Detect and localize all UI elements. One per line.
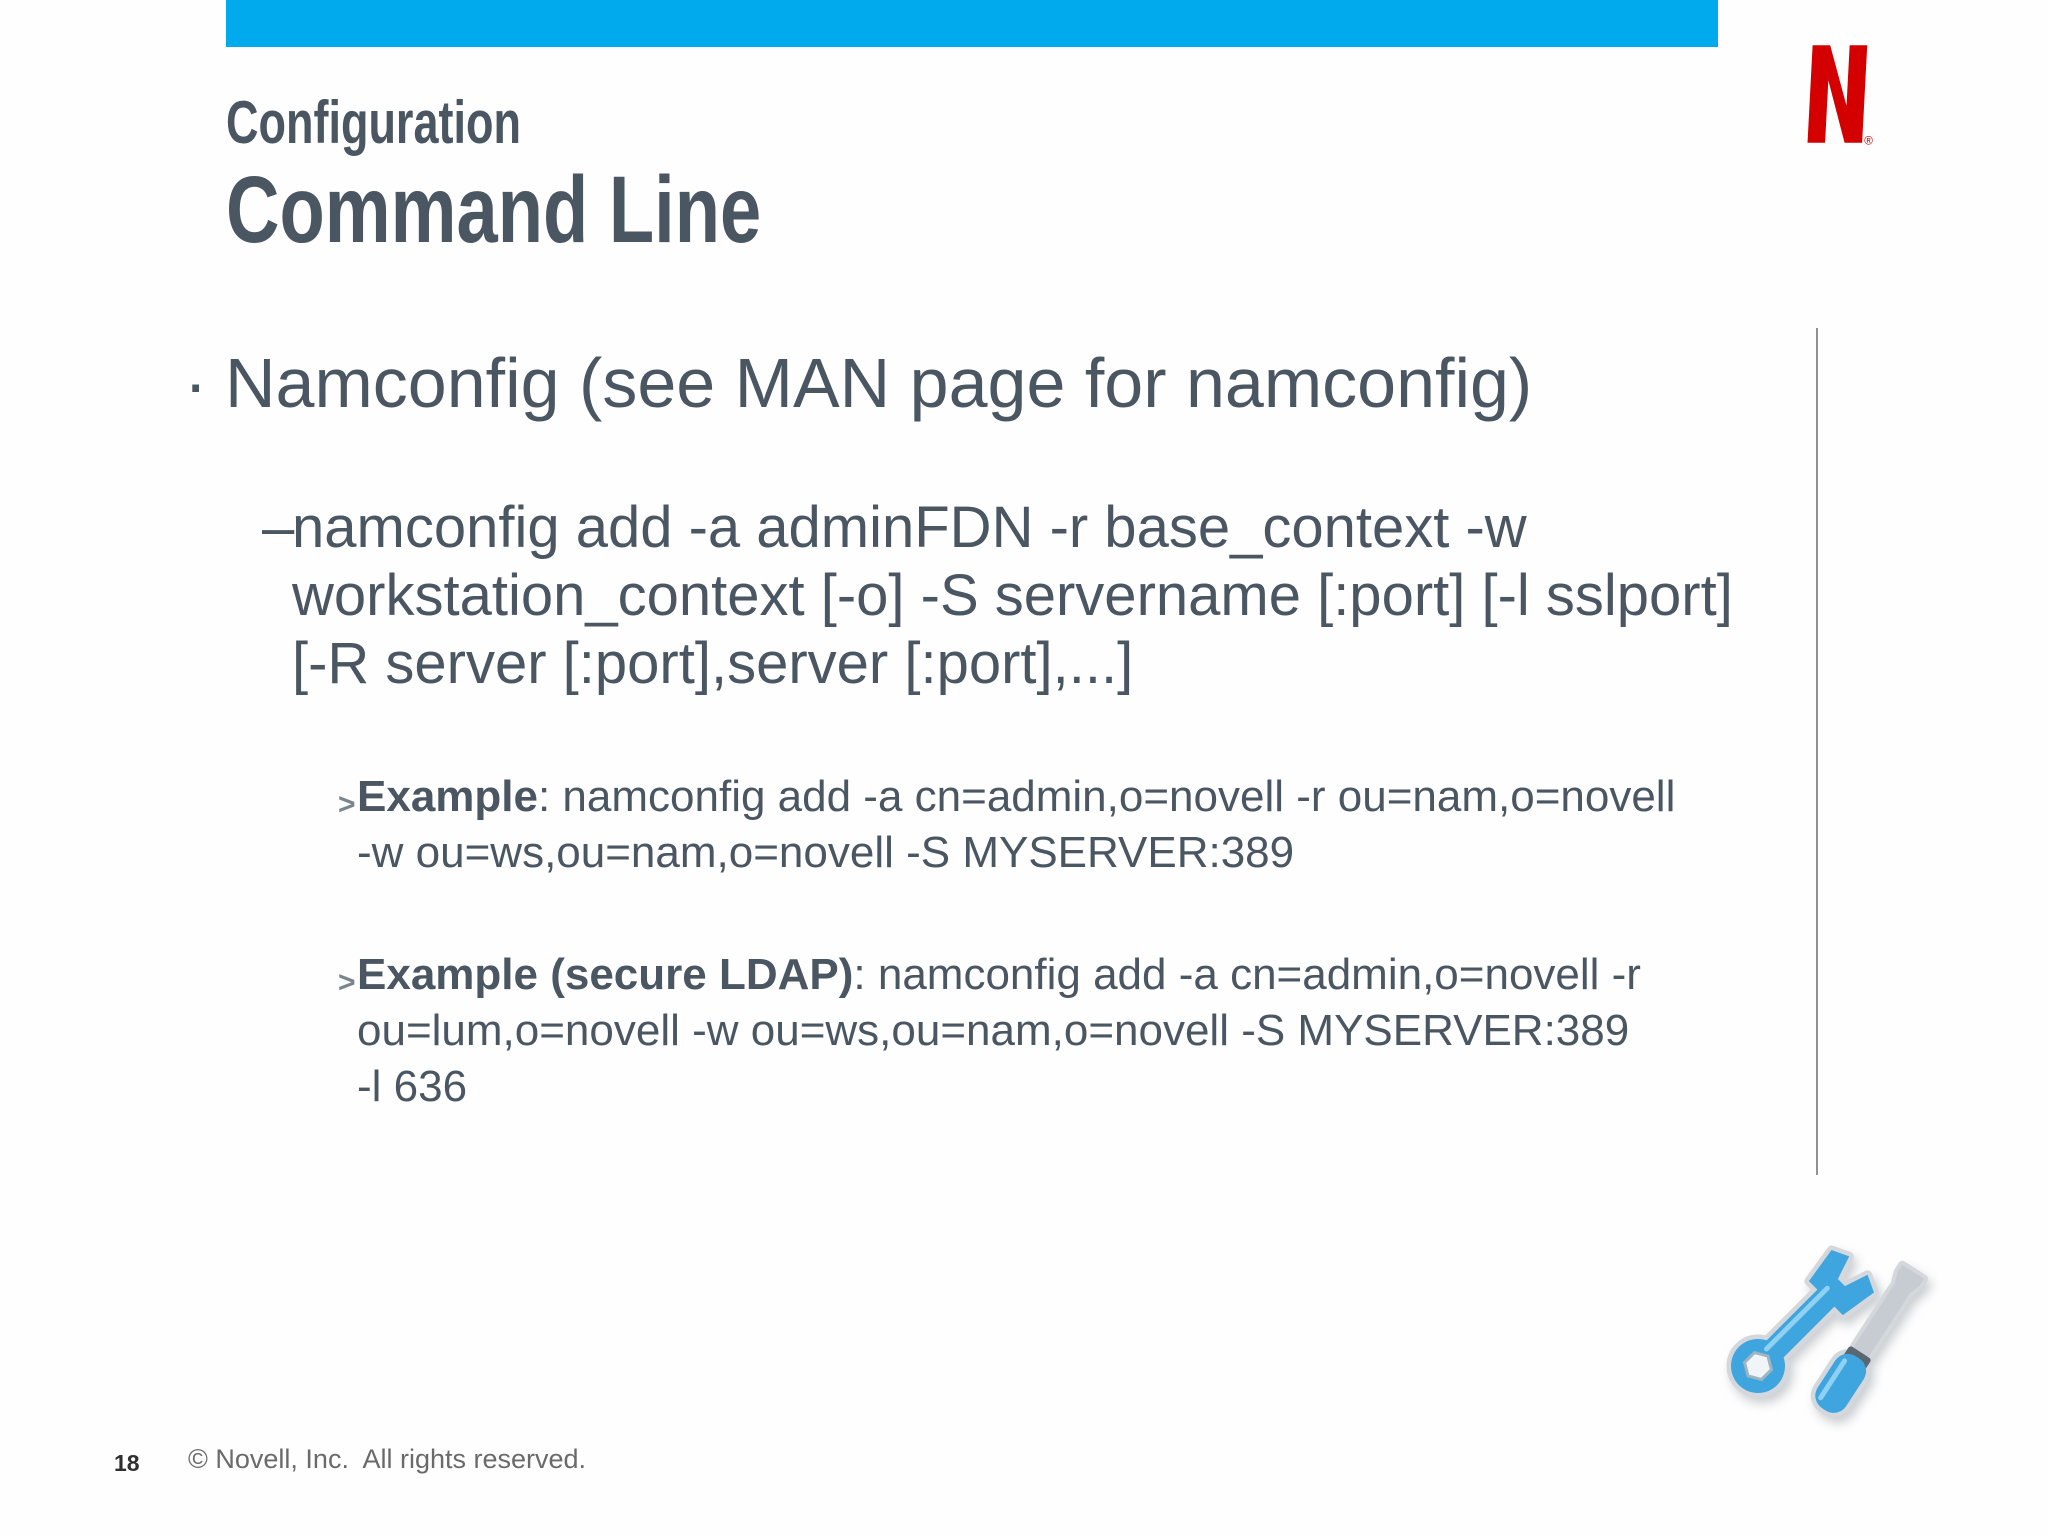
example-command: : namconfig add -a cn=admin,o=novell -r (853, 950, 1641, 999)
bullet-level1: · Namconfig (see MAN page for namconfig) (0, 348, 2048, 418)
wrench-icon (1726, 1245, 1879, 1398)
screwdriver-icon (1810, 1260, 1929, 1418)
bullet-dot-marker: · (184, 344, 208, 422)
example-label: Example (357, 772, 538, 821)
chevron-marker: > (338, 788, 356, 821)
accent-bar (226, 0, 1718, 47)
example-1: > Example: namconfig add -a cn=admin,o=n… (0, 769, 2048, 881)
bullet-level2-command: – namconfig add -a adminFDN -r base_cont… (0, 494, 2048, 698)
example-2: > Example (secure LDAP): namconfig add -… (0, 947, 2048, 1115)
example-1-text: Example: namconfig add -a cn=admin,o=nov… (357, 769, 2048, 881)
vertical-divider (1816, 328, 1818, 1175)
command-line: workstation_context [-o] -S servername [… (292, 563, 1733, 628)
dash-marker: – (262, 495, 295, 560)
example-line: Example: namconfig add -a cn=admin,o=nov… (357, 769, 2048, 825)
wrench-and-screwdriver-icon (1726, 1245, 1929, 1418)
command-line: [-R server [:port],server [:port],...] (292, 631, 1134, 696)
copyright-text: © Novell, Inc. All rights reserved. (188, 1444, 587, 1474)
example-command: : namconfig add -a cn=admin,o=novell -r … (537, 772, 1676, 821)
command-syntax: namconfig add -a adminFDN -r base_contex… (292, 494, 2048, 698)
example-line: -w ou=ws,ou=nam,o=novell -S MYSERVER:389 (357, 828, 1295, 877)
registered-mark: ® (1864, 135, 1873, 146)
slide-section-title: Configuration (226, 89, 521, 156)
example-line: ou=lum,o=novell -w ou=ws,ou=nam,o=novell… (357, 1006, 1630, 1055)
page-title: Command Line (226, 157, 762, 263)
page-number: 18 (114, 1450, 140, 1476)
example-2-text: Example (secure LDAP): namconfig add -a … (357, 947, 2048, 1115)
example-line: -l 636 (357, 1062, 468, 1111)
command-line: namconfig add -a adminFDN -r base_contex… (292, 495, 1527, 560)
novell-n-logo: ® (1807, 45, 1873, 146)
chevron-marker: > (338, 966, 356, 999)
example-label: Example (secure LDAP) (357, 950, 854, 999)
bullet-text: Namconfig (see MAN page for namconfig) (225, 344, 1533, 422)
example-line: Example (secure LDAP): namconfig add -a … (357, 947, 2048, 1003)
